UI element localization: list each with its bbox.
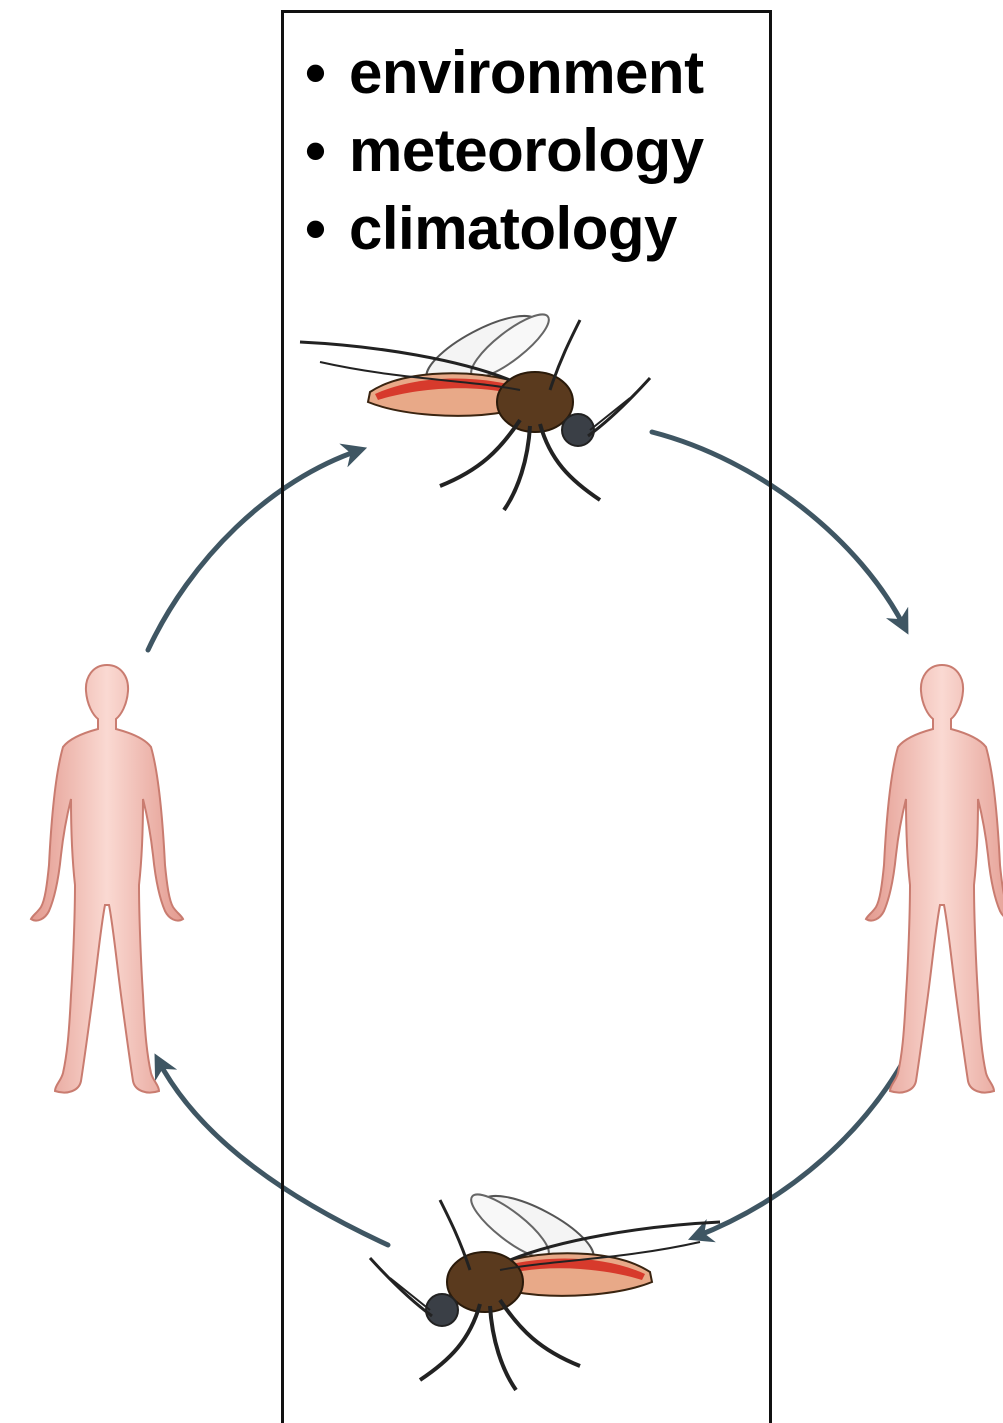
cycle-arrows — [148, 432, 915, 1245]
mosquito-icon — [370, 1183, 720, 1390]
cycle-arrow-icon — [695, 1040, 915, 1237]
human-icon — [866, 665, 1003, 1093]
factor-environment: environment — [305, 34, 704, 112]
factors-list: environment meteorology climatology — [305, 34, 704, 268]
cycle-arrow-icon — [148, 450, 360, 650]
mosquito-icon — [300, 303, 650, 510]
factor-meteorology: meteorology — [305, 112, 704, 190]
factor-climatology: climatology — [305, 190, 704, 268]
human-icon — [31, 665, 183, 1093]
cycle-arrow-icon — [652, 432, 905, 628]
cycle-arrow-icon — [158, 1060, 388, 1245]
